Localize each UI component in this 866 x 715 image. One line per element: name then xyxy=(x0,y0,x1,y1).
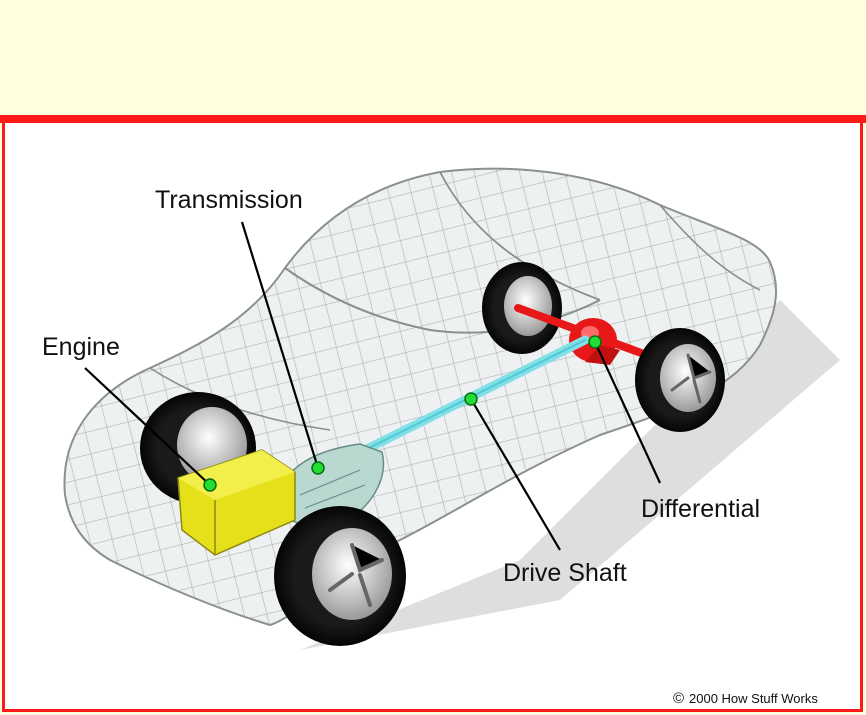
differential-marker xyxy=(588,335,602,349)
differential-label: Differential xyxy=(641,495,760,523)
transmission-leader-line xyxy=(240,221,320,469)
front-right-wheel xyxy=(274,506,406,646)
differential-part xyxy=(569,318,620,365)
drive-shaft-label: Drive Shaft xyxy=(503,559,627,587)
drive-shaft-leader-line xyxy=(470,398,561,551)
transmission-marker xyxy=(311,461,325,475)
title-area xyxy=(0,0,866,115)
copyright-notice: 2000 How Stuff Works xyxy=(689,691,818,706)
rear-right-wheel xyxy=(635,328,725,432)
leader-lines xyxy=(84,221,661,551)
transmission-label: Transmission xyxy=(155,186,303,214)
engine-label: Engine xyxy=(42,333,120,361)
engine-marker xyxy=(203,478,217,492)
accent-divider xyxy=(0,115,866,123)
part-markers xyxy=(203,335,602,492)
drive-shaft-marker xyxy=(464,392,478,406)
differential-leader-line xyxy=(594,341,661,484)
copyright-symbol: © xyxy=(673,690,684,707)
engine-leader-line xyxy=(84,367,211,486)
